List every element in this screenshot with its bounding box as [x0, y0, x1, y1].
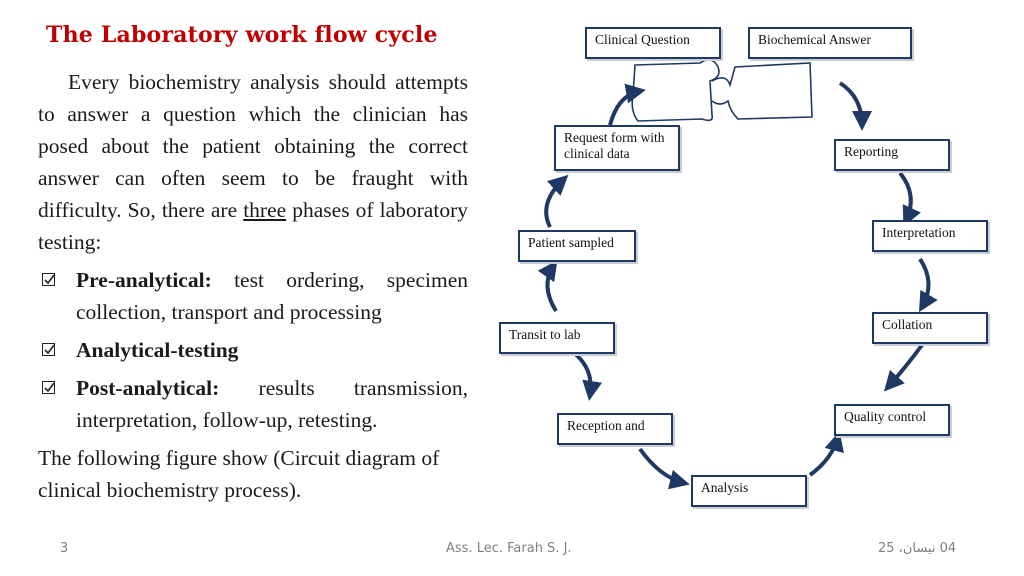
intro-underlined: three	[243, 198, 287, 222]
node-request-form: Request form with clinical data	[554, 125, 680, 171]
checkbox-icon	[42, 273, 55, 286]
phase-item-pre-analytical: Pre-analytical: test ordering, specimen …	[38, 264, 468, 328]
phase-label: Pre-analytical:	[76, 268, 212, 292]
puzzle-icon	[631, 59, 813, 122]
node-interpretation: Interpretation	[872, 220, 988, 252]
node-reception: Reception and	[557, 413, 673, 445]
outro-paragraph: The following figure show (Circuit diagr…	[38, 446, 440, 502]
intro-after: phases of laboratory testing:	[38, 198, 468, 254]
phase-label: Analytical-testing	[76, 338, 239, 362]
footer-page-number: 3	[60, 541, 69, 556]
slide-title: The Laboratory work flow cycle	[46, 22, 438, 48]
phase-item-analytical: Analytical-testing	[38, 334, 468, 366]
node-reporting: Reporting	[834, 139, 950, 171]
arrow-patient-to-request	[544, 174, 569, 228]
node-clinical-question: Clinical Question	[585, 27, 721, 59]
arrow-analysis-to-quality	[808, 431, 844, 477]
arrow-collation-to-quality	[883, 343, 924, 392]
node-transit-to-lab: Transit to lab	[499, 322, 615, 354]
node-analysis: Analysis	[691, 475, 807, 507]
phase-text: results transmission, interpretation, fo…	[76, 376, 468, 432]
intro-before: Every biochemistry analysis should attem…	[38, 70, 468, 222]
checkbox-icon	[42, 343, 55, 356]
phase-list: Pre-analytical: test ordering, specimen …	[38, 264, 468, 436]
checkbox-icon	[42, 381, 55, 394]
text-column: Every biochemistry analysis should attem…	[38, 66, 468, 506]
node-patient-sampled: Patient sampled	[518, 230, 636, 262]
workflow-diagram: Clinical Question Biochemical Answer Req…	[490, 15, 1000, 515]
arrow-reception-to-analysis	[638, 447, 690, 490]
arrow-puzzle-to-answer	[838, 81, 872, 131]
arrow-reporting-to-interpretation	[898, 171, 921, 227]
phase-label: Post-analytical:	[76, 376, 220, 400]
intro-paragraph: Every biochemistry analysis should attem…	[38, 66, 468, 258]
arrow-transit-to-reception	[572, 351, 603, 401]
phase-text: test ordering, specimen collection, tran…	[76, 268, 468, 324]
arrow-transit-to-patient	[537, 260, 558, 313]
node-quality-control: Quality control	[834, 404, 950, 436]
node-collation: Collation	[872, 312, 988, 344]
phase-item-post-analytical: Post-analytical: results transmission, i…	[38, 372, 468, 436]
arrow-interpretation-to-collation	[918, 257, 938, 313]
footer-author: Ass. Lec. Farah S. J.	[446, 541, 572, 556]
workflow-arrows	[537, 59, 938, 490]
node-biochemical-answer: Biochemical Answer	[748, 27, 912, 59]
footer-date: 04 نيسان، 25	[878, 541, 957, 556]
arrow-request-to-puzzle	[608, 83, 646, 126]
